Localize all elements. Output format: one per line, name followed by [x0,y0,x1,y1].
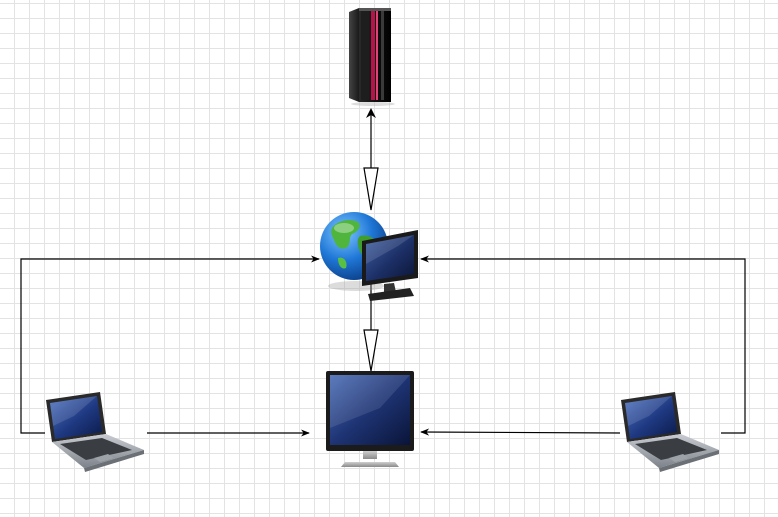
edge-server-to-gateway[interactable] [363,108,379,211]
laptop-icon[interactable] [619,392,723,474]
laptop-icon[interactable] [44,392,148,474]
monitor-icon[interactable] [325,368,417,470]
globe-with-monitor-icon[interactable] [318,206,422,306]
edge-laptop-right-to-gateway[interactable] [420,255,746,434]
edge-laptop-left-to-gateway[interactable] [20,255,320,434]
edge-laptop-right-to-monitor[interactable] [420,428,621,436]
server-rack-icon[interactable] [345,6,395,106]
